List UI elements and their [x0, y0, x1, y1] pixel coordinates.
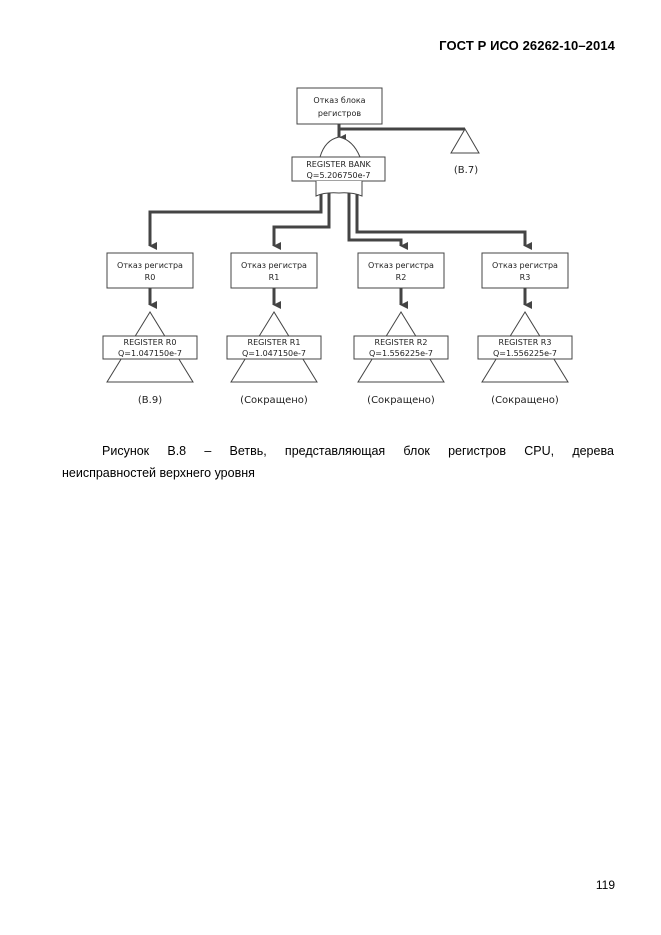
event-box	[481, 252, 569, 289]
caption-word: дерева	[572, 444, 614, 458]
transfer-ref: (Сокращено)	[240, 395, 308, 406]
event-label-line2: R2	[396, 273, 407, 282]
figure-caption: Рисунок В.8 – Ветвь, представляющая блок…	[62, 440, 614, 484]
caption-word: CPU,	[524, 444, 555, 458]
caption-word: Ветвь,	[229, 444, 267, 458]
event-label-line1: Отказ регистра	[117, 261, 183, 270]
register-box	[102, 335, 198, 360]
connector-r1	[272, 193, 331, 250]
caption-word: –	[204, 444, 212, 458]
event-label-line1: Отказ регистра	[368, 261, 434, 270]
event-box	[230, 252, 318, 289]
event-label-line2: R0	[145, 273, 156, 282]
transfer-ref: (Сокращено)	[491, 395, 559, 406]
transfer-ref: (B.9)	[138, 395, 162, 406]
event-label-line1: Отказ регистра	[241, 261, 307, 270]
fault-tree-diagram: Отказ блока регистров (B.7) REGISTER BAN…	[102, 87, 573, 406]
transfer-ref-b7: (B.7)	[454, 165, 478, 176]
transfer-ref: (Сокращено)	[367, 395, 435, 406]
caption-word: блок	[403, 444, 430, 458]
event-label-line2: R1	[269, 273, 280, 282]
caption-word: Рисунок	[102, 444, 150, 458]
gate-name: REGISTER BANK	[306, 160, 371, 169]
connector-r2	[347, 193, 408, 250]
top-event-line2: регистров	[318, 109, 361, 118]
register-name: REGISTER R3	[499, 338, 552, 347]
caption-line2: неисправностей верхнего уровня	[62, 466, 255, 480]
gate-top-arc	[319, 136, 361, 158]
gate-q: Q=5.206750e-7	[306, 171, 370, 180]
register-q: Q=1.047150e-7	[242, 349, 306, 358]
register-name: REGISTER R2	[375, 338, 428, 347]
page-number: 119	[595, 878, 615, 892]
connector-r3	[355, 194, 532, 250]
connector-r0	[148, 194, 323, 250]
event-box	[106, 252, 194, 289]
top-event-line1: Отказ блока	[313, 96, 365, 105]
caption-line1: Рисунок В.8 – Ветвь, представляющая блок…	[62, 440, 614, 462]
gate-register-bank: REGISTER BANK Q=5.206750e-7	[291, 156, 386, 182]
event-label-line1: Отказ регистра	[492, 261, 558, 270]
register-q: Q=1.556225e-7	[493, 349, 557, 358]
register-q: Q=1.556225e-7	[369, 349, 433, 358]
caption-word: В.8	[167, 444, 187, 458]
register-box	[477, 335, 573, 360]
caption-word: регистров	[448, 444, 507, 458]
top-event: Отказ блока регистров	[296, 87, 383, 125]
register-q: Q=1.047150e-7	[118, 349, 182, 358]
register-name: REGISTER R1	[248, 338, 301, 347]
event-label-line2: R3	[520, 273, 531, 282]
document-header: ГОСТ Р ИСО 26262-10–2014	[439, 38, 615, 53]
branch-connectors	[148, 193, 532, 250]
register-name: REGISTER R0	[124, 338, 177, 347]
register-box	[353, 335, 449, 360]
register-box	[226, 335, 322, 360]
or-gate-icon	[315, 181, 363, 197]
event-box	[357, 252, 445, 289]
transfer-triangle-b7: (B.7)	[450, 128, 480, 176]
caption-word: представляющая	[284, 444, 386, 458]
